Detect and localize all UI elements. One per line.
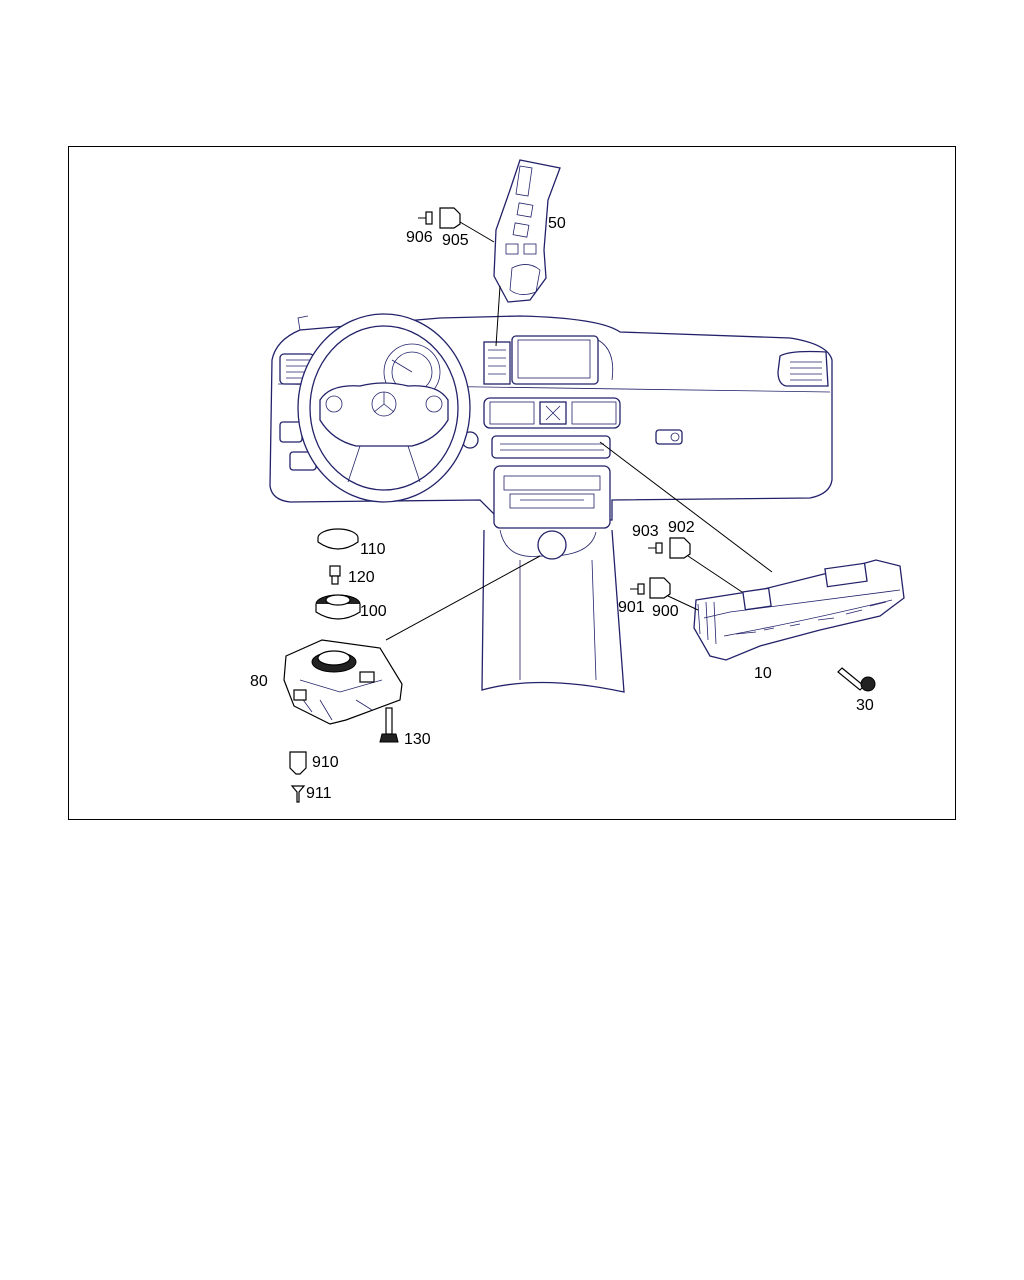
callout-100: 100 <box>360 603 387 620</box>
steering-wheel-illustration <box>297 313 471 503</box>
callout-10: 10 <box>754 665 772 682</box>
part-120-screw <box>329 565 341 585</box>
callout-120: 120 <box>348 569 375 586</box>
callout-906: 906 <box>406 229 433 246</box>
part-80-controller-module <box>283 555 541 725</box>
callout-903: 903 <box>632 523 659 540</box>
part-903-902-fasteners <box>648 537 743 593</box>
callout-902: 902 <box>668 519 695 536</box>
part-100-knob <box>315 594 361 620</box>
callout-80: 80 <box>250 673 268 690</box>
part-906-905-fasteners <box>418 207 495 243</box>
callout-110: 110 <box>360 541 386 558</box>
part-911-clip <box>290 785 306 803</box>
part-110-cover-disc <box>317 528 359 550</box>
diagram-frame <box>68 146 956 820</box>
callout-900: 900 <box>652 603 679 620</box>
callout-30: 30 <box>856 697 874 714</box>
callout-50: 50 <box>548 215 566 232</box>
part-910-clip <box>289 751 307 775</box>
part-901-900-fasteners <box>630 577 699 611</box>
part-50-switch-panel <box>493 159 561 347</box>
part-30-screw <box>837 667 876 692</box>
dashboard-illustration <box>269 315 833 693</box>
callout-901: 901 <box>618 599 645 616</box>
callout-910: 910 <box>312 754 339 771</box>
callout-130: 130 <box>404 731 431 748</box>
callout-905: 905 <box>442 232 469 249</box>
callout-911: 911 <box>306 785 332 802</box>
part-10-climate-control-unit <box>599 441 905 661</box>
part-130-screw <box>379 707 399 743</box>
